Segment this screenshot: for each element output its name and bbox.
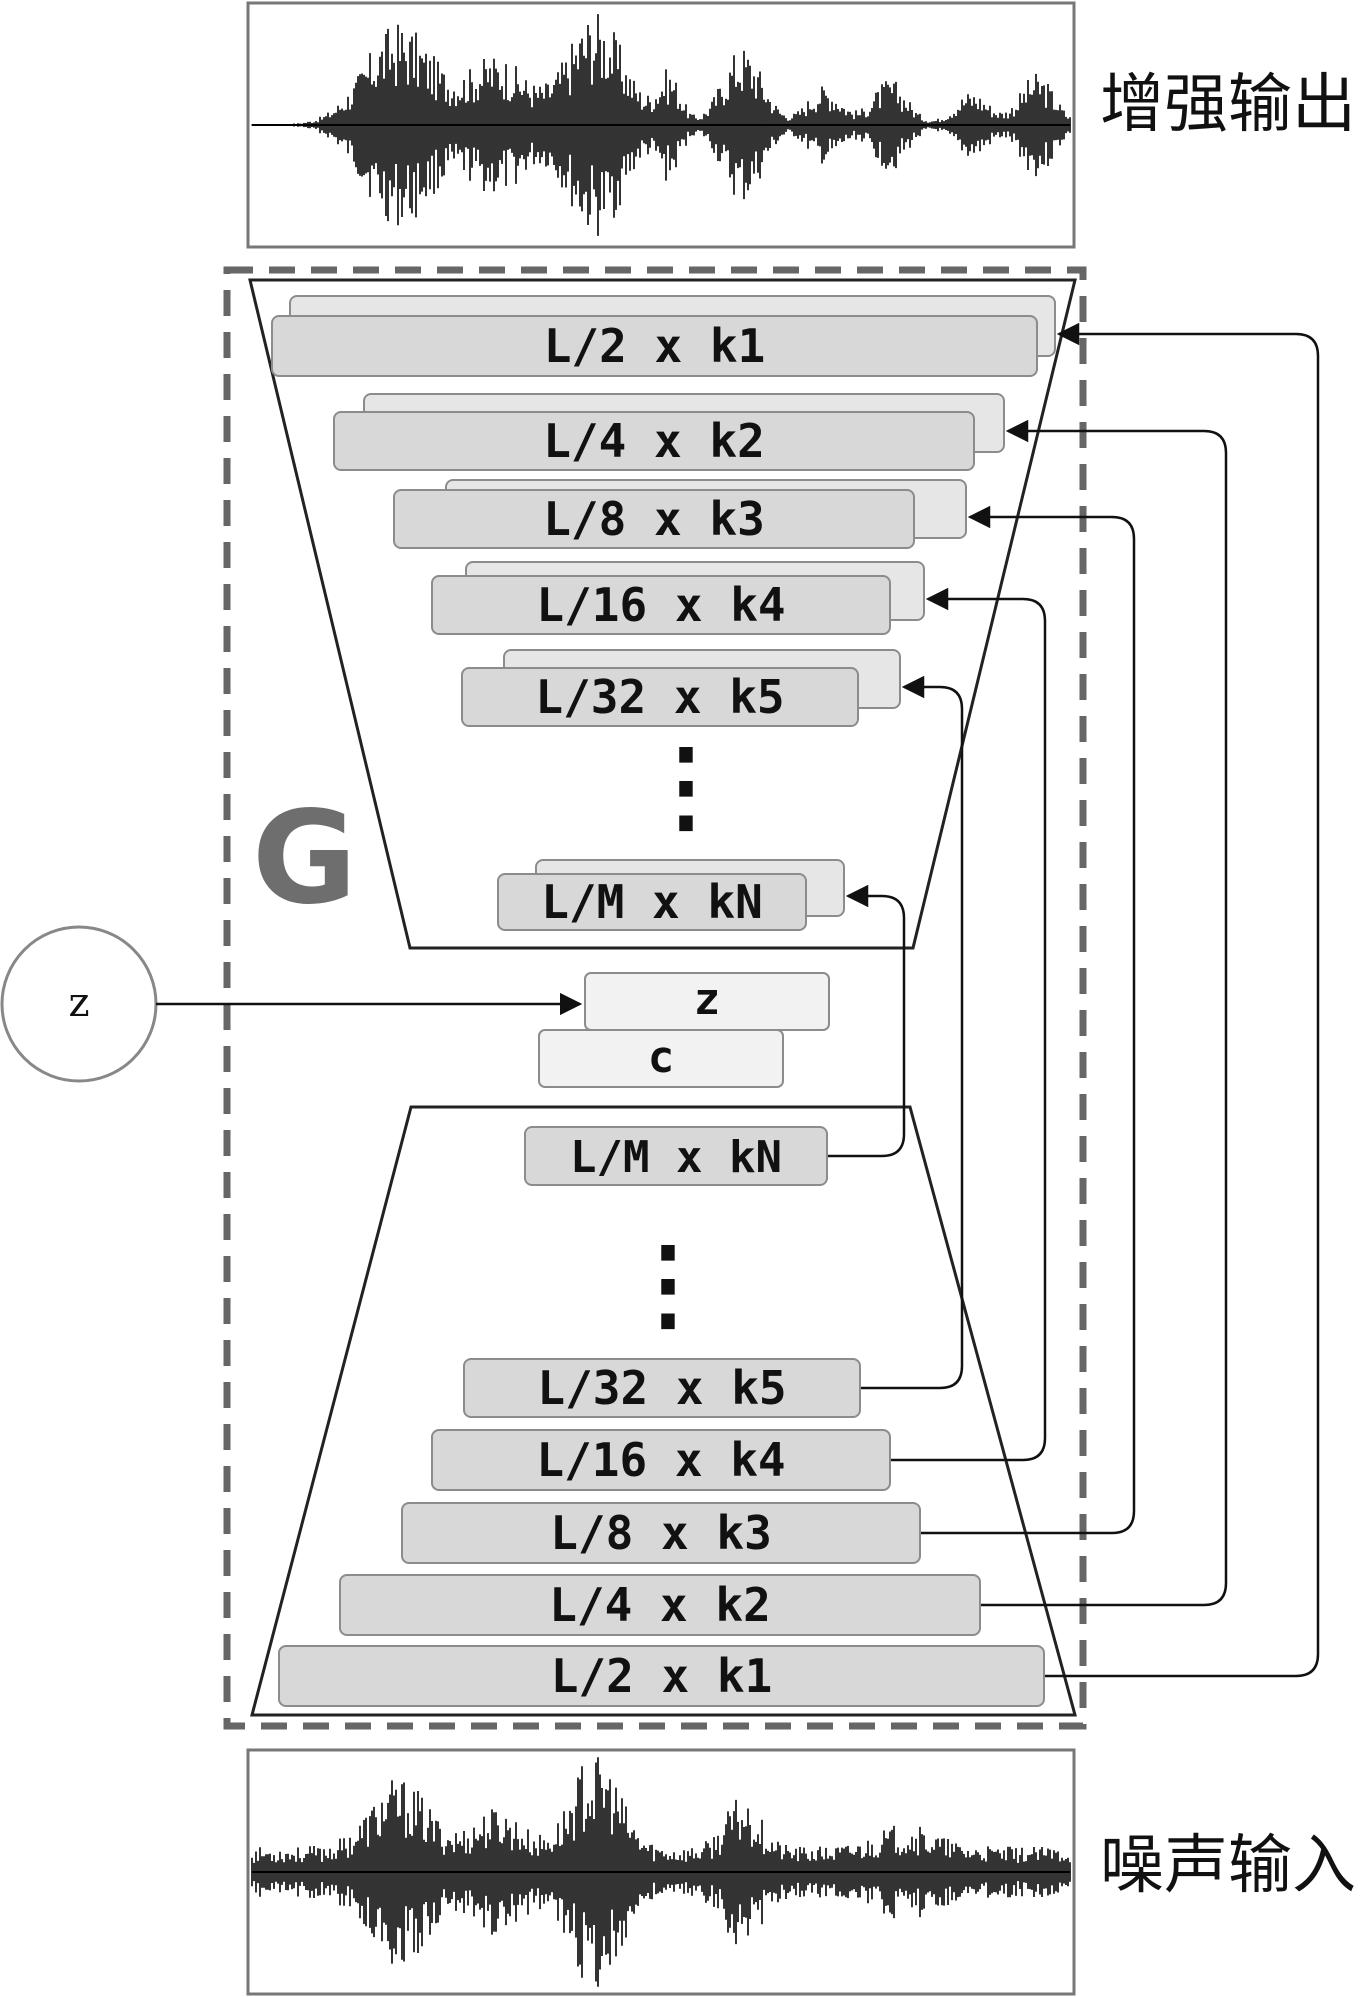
skip-connection-line [860, 675, 964, 1390]
encoder-layer-block [497, 873, 807, 931]
generator-frame [223, 266, 1087, 1730]
skip-connection-line [1044, 322, 1320, 1678]
c-block [538, 1029, 784, 1088]
decoder-layer-label: L/4 x k2 [549, 1578, 771, 1632]
z-block-label: z [694, 974, 721, 1025]
encoder-layer-label: L/8 x k3 [543, 492, 765, 546]
input-waveform [251, 1757, 1071, 1987]
skip-connection-line [980, 419, 1228, 1607]
decoder-layer-block [278, 1645, 1045, 1707]
decoder-layer-label: L/16 x k4 [536, 1433, 785, 1487]
decoder-layer-block [339, 1574, 981, 1636]
generator-label: G [252, 784, 357, 933]
decoder-layer-label: L/32 x k5 [537, 1361, 786, 1415]
noisy-input-label: 噪声输入 [1100, 1829, 1356, 1903]
decoder-layers: L/2 x k1 L/4 x k2 L/8 x k3 L/16 x k4 L/32 x … [278, 1126, 1045, 1707]
decoder-layer-block [463, 1358, 861, 1418]
encoder-layer-block [461, 667, 859, 727]
decoder-trapezoid [250, 1105, 1077, 1717]
skip-connection-line [827, 884, 906, 1158]
decoder-layer-label: L/2 x k1 [551, 1649, 773, 1703]
decoder-layer-block [431, 1429, 891, 1491]
encoder-layer-block [431, 575, 891, 635]
encoder-trapezoid [248, 278, 1077, 950]
encoder-layer-label: L/32 x k5 [535, 670, 784, 724]
skip-connection-line [890, 587, 1047, 1462]
encoder-ellipsis: ⋮ [636, 727, 736, 844]
skip-connections [827, 322, 1320, 1678]
encoder-layers: L/2 x k1 L/4 x k2 L/8 x k3 L/16 x k4 L/32 x … [271, 295, 1056, 931]
decoder-layer-label: L/M x kN [570, 1132, 782, 1183]
encoder-layer-block [393, 489, 915, 549]
skip-connection-line [920, 505, 1136, 1535]
decoder-layer-block [401, 1502, 921, 1564]
encoder-layer-block [271, 315, 1038, 377]
encoder-layer-block [333, 411, 975, 471]
decoder-ellipsis: ⋮ [618, 1225, 718, 1342]
c-block-label: c [648, 1032, 675, 1083]
decoder-layer-label: L/8 x k3 [550, 1506, 772, 1560]
encoder-layer-label: L/16 x k4 [536, 578, 785, 632]
enhanced-output-label: 增强输出 [1100, 68, 1356, 142]
decoder-layer-block [524, 1126, 828, 1186]
encoder-layer-label: L/2 x k1 [544, 319, 766, 373]
encoder-layer-label: L/M x kN [541, 875, 763, 929]
output-waveform [251, 14, 1071, 236]
encoder-layer-label: L/4 x k2 [543, 414, 765, 468]
z-node-label: z [68, 980, 89, 1026]
